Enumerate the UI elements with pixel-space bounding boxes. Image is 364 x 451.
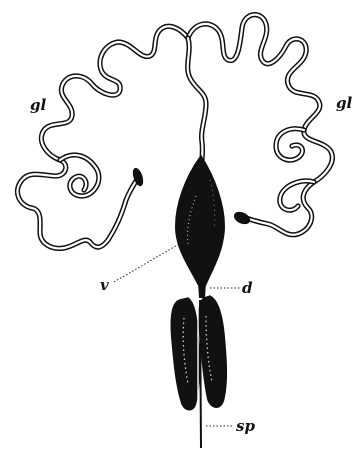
duct-neck bbox=[198, 282, 206, 298]
left-gland-tube bbox=[17, 26, 188, 248]
label-spinneret: sp bbox=[236, 417, 255, 435]
reservoir-vesicle bbox=[176, 156, 224, 287]
label-vesicle: v bbox=[100, 276, 109, 294]
lower-lobes bbox=[171, 296, 226, 410]
label-duct: d bbox=[242, 279, 253, 297]
label-gland-left: gl bbox=[30, 96, 46, 114]
leader-vesicle bbox=[114, 240, 186, 282]
central-duct-stem bbox=[188, 38, 206, 160]
label-gland-right: gl bbox=[336, 94, 352, 112]
right-gland-bulb bbox=[233, 210, 252, 226]
